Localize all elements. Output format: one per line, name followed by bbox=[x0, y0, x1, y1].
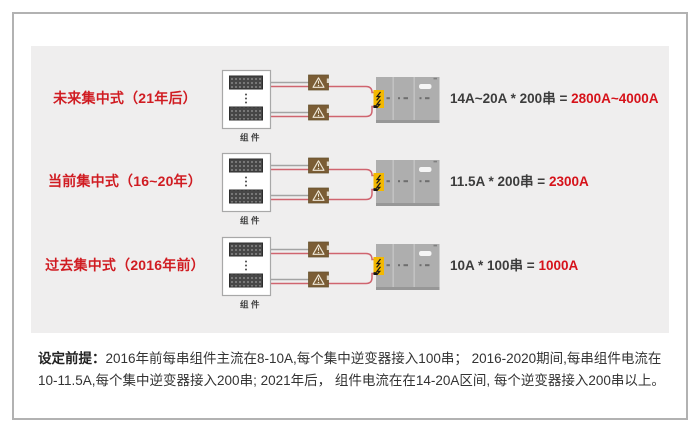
pv-string-diagram: 组件 bbox=[221, 152, 440, 226]
solar-panel bbox=[229, 106, 263, 121]
calculation-formula: 11.5A * 200串 = bbox=[450, 174, 549, 189]
assumptions-footnote: 设定前提：2016年前每串组件主流在8-10A,每个集中逆变器接入100串； 2… bbox=[38, 348, 678, 391]
dc-wire-red bbox=[271, 188, 374, 201]
warning-triangle-icon bbox=[312, 107, 325, 118]
solar-panel bbox=[229, 158, 263, 173]
combiner-box bbox=[308, 74, 330, 91]
ellipsis-dots bbox=[245, 176, 247, 187]
era-row-future: 未来集中式（21年后） 组件 bbox=[31, 65, 669, 145]
dc-wire-red bbox=[271, 272, 374, 285]
ellipsis-dots bbox=[245, 260, 247, 271]
central-inverter-cabinet bbox=[373, 77, 440, 123]
warning-triangle-icon bbox=[312, 160, 325, 171]
lightning-bolt-icon bbox=[373, 173, 384, 192]
combiner-box bbox=[308, 271, 330, 288]
solar-panel bbox=[229, 242, 263, 257]
lightning-bolt-icon bbox=[373, 257, 384, 276]
era-label: 过去集中式（2016年前） bbox=[45, 257, 205, 273]
module-label: 组件 bbox=[240, 133, 262, 143]
pv-string-diagram: 组件 bbox=[221, 236, 440, 310]
footnote-lead: 设定前提： bbox=[38, 351, 106, 366]
lightning-bolt-icon bbox=[373, 90, 384, 109]
dc-wire-red bbox=[271, 105, 374, 118]
solar-panel bbox=[229, 189, 263, 204]
diagram-panel: 未来集中式（21年后） 组件 bbox=[31, 46, 669, 333]
module-label: 组件 bbox=[240, 300, 262, 310]
era-label: 未来集中式（21年后） bbox=[53, 90, 197, 106]
era-label: 当前集中式（16~20年） bbox=[48, 173, 202, 189]
dc-wire-red bbox=[271, 168, 374, 177]
solar-panel bbox=[229, 273, 263, 288]
warning-triangle-icon bbox=[312, 77, 325, 88]
current-calculation: 14A~20A * 200串 = 2800A~4000A bbox=[450, 87, 659, 107]
current-calculation: 11.5A * 200串 = 2300A bbox=[450, 170, 589, 190]
infographic-frame: 未来集中式（21年后） 组件 bbox=[12, 12, 688, 420]
combiner-box bbox=[308, 157, 330, 174]
warning-triangle-icon bbox=[312, 274, 325, 285]
current-calculation: 10A * 100串 = 1000A bbox=[450, 254, 578, 274]
ellipsis-dots bbox=[245, 93, 247, 104]
calculation-formula: 10A * 100串 = bbox=[450, 258, 539, 273]
central-inverter-cabinet bbox=[373, 160, 440, 206]
dc-wire-red bbox=[271, 85, 374, 94]
calculation-result: 2800A~4000A bbox=[571, 91, 659, 106]
warning-triangle-icon bbox=[312, 190, 325, 201]
module-label: 组件 bbox=[240, 216, 262, 226]
solar-panel bbox=[229, 75, 263, 90]
calculation-formula: 14A~20A * 200串 = bbox=[450, 91, 572, 106]
pv-string-diagram: 组件 bbox=[221, 69, 440, 143]
combiner-box bbox=[308, 104, 330, 121]
calculation-result: 1000A bbox=[538, 258, 579, 273]
era-row-past: 过去集中式（2016年前） 组件 bbox=[31, 232, 669, 312]
combiner-box bbox=[308, 187, 330, 204]
calculation-result: 2300A bbox=[548, 174, 589, 189]
warning-triangle-icon bbox=[312, 244, 325, 255]
dc-wire-red bbox=[271, 252, 374, 261]
combiner-box bbox=[308, 241, 330, 258]
footnote-body: 2016年前每串组件主流在8-10A,每个集中逆变器接入100串； 2016-2… bbox=[38, 351, 665, 388]
central-inverter-cabinet bbox=[373, 244, 440, 290]
era-row-current: 当前集中式（16~20年） 组件 bbox=[31, 148, 669, 228]
